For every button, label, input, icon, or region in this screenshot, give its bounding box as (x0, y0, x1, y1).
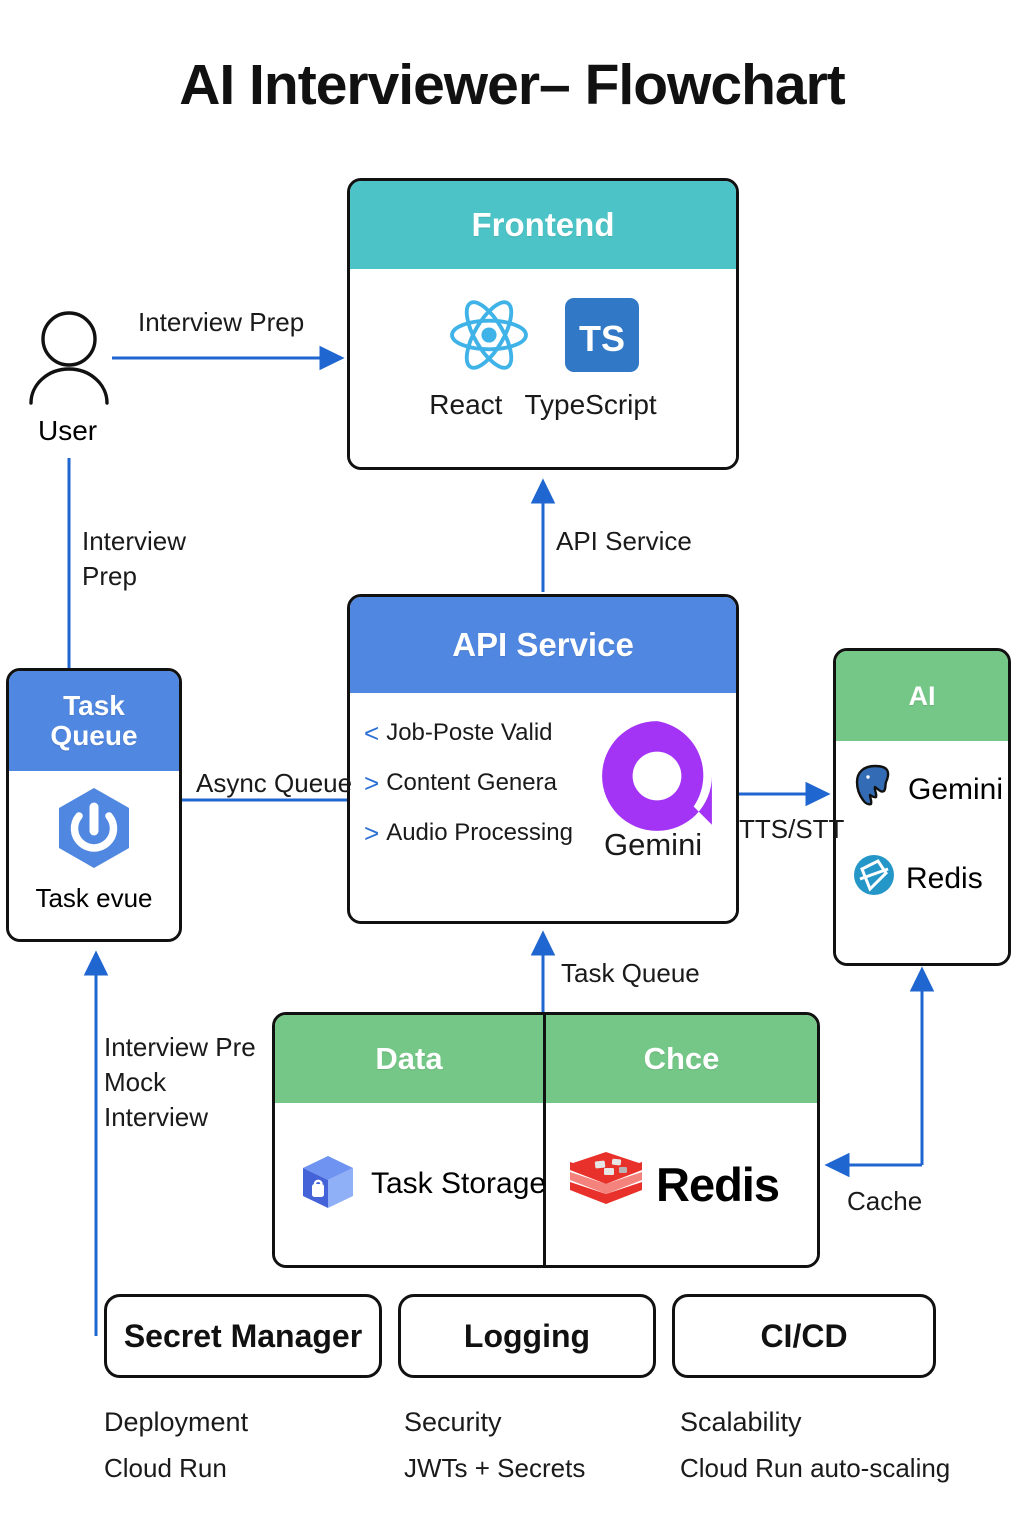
page-title: AI Interviewer– Flowchart (179, 53, 846, 117)
chevron-right-icon: > (364, 768, 380, 798)
ai-header: AI (836, 651, 1008, 741)
frontend-item-react-label: React (429, 389, 503, 420)
api-feature-item: > Audio Processing (364, 819, 573, 847)
frontend-label-row: React TypeScript (350, 389, 736, 421)
edge-label-user-to-taskqueue: Interview Prep (82, 524, 186, 594)
caption-detail: Cloud Run auto-scaling (680, 1452, 951, 1483)
node-ai[interactable]: AI Gemini Redis (833, 648, 1011, 966)
edge-label-line2: Prep (82, 561, 137, 592)
data-body: Task Storage (275, 1103, 547, 1265)
gemini-brand-label: Gemini (604, 827, 703, 862)
edge-label-tts-stt: TTS/STT (739, 814, 845, 844)
typescript-ts-icon: TS (565, 298, 639, 377)
edge-label-line1: Interview Pre (104, 1032, 256, 1062)
edge-label-secret-to-taskqueue: Interview Pre Mock Interview (104, 1030, 256, 1135)
edge-label-api-service: API Service (556, 526, 692, 556)
api-feature-label: Job-Poste Valid (386, 719, 553, 746)
ai-item-label: Redis (906, 862, 983, 895)
frontend-header: Frontend (350, 181, 736, 269)
chevron-right-icon: > (364, 818, 380, 848)
edge-label-cache: Cache (847, 1186, 923, 1216)
node-data-cache[interactable]: Data Task Storage Chce (272, 1012, 820, 1268)
edge-label-line3: Interview (104, 1102, 209, 1133)
task-queue-item-label: Task evue (35, 883, 153, 913)
data-header: Data (275, 1015, 543, 1103)
cache-body: Redis (546, 1103, 817, 1265)
edge-label-line1: Interview (82, 526, 187, 556)
cube-storage-icon (297, 1151, 359, 1218)
hexagon-power-icon (9, 785, 179, 871)
node-cache-half[interactable]: Chce Redis (546, 1015, 817, 1265)
ai-item-label: Gemini (908, 773, 1004, 806)
task-queue-header-line1: Task (63, 690, 125, 722)
caption-title: Deployment (104, 1407, 249, 1437)
caption-deployment: Deployment Cloud Run (104, 1400, 248, 1490)
caption-scalability: Scalability Cloud Run auto-scaling (680, 1400, 950, 1490)
task-queue-body: Task evue (9, 771, 179, 939)
caption-security: Security JWTs + Secrets (404, 1400, 585, 1490)
data-item-label: Task Storage (371, 1167, 547, 1200)
ai-item-redis: Redis (852, 853, 983, 905)
api-feature-label: Audio Processing (386, 819, 573, 846)
chevron-left-icon: < (364, 718, 380, 748)
api-service-feature-list: < Job-Poste Valid > Content Genera > Aud… (364, 719, 573, 847)
cache-item-label: Redis (656, 1157, 780, 1211)
caption-title: Scalability (680, 1407, 802, 1437)
edge-label-task-queue: Task Queue (561, 958, 700, 988)
caption-title: Security (404, 1407, 502, 1437)
frontend-item-typescript-label: TypeScript (524, 389, 657, 420)
svg-text:TS: TS (579, 318, 625, 359)
ai-body: Gemini Redis (836, 741, 1008, 963)
redis-circle-icon (852, 853, 896, 905)
api-service-body: < Job-Poste Valid > Content Genera > Aud… (350, 693, 736, 921)
ai-item-gemini: Gemini (852, 763, 1003, 817)
node-task-queue[interactable]: Task Queue Task evue (6, 668, 182, 942)
node-data-half[interactable]: Data Task Storage (275, 1015, 546, 1265)
task-queue-header: Task Queue (9, 671, 179, 771)
user-label: User (38, 415, 98, 446)
edge-label-async-queue: Async Queue (196, 768, 353, 798)
gemini-g-logo-icon (596, 715, 718, 842)
caption-detail: Cloud Run (104, 1452, 227, 1483)
support-box-cicd[interactable]: CI/CD (672, 1294, 936, 1378)
node-api-service[interactable]: API Service < Job-Poste Valid > Content … (347, 594, 739, 924)
support-box-secret-manager[interactable]: Secret Manager (104, 1294, 382, 1378)
node-frontend[interactable]: Frontend TS (347, 178, 739, 470)
frontend-icon-row: TS (350, 297, 736, 378)
frontend-body: TS React TypeScript (350, 269, 736, 467)
edge-label-line2: Mock (104, 1067, 167, 1098)
api-service-header: API Service (350, 597, 736, 693)
api-feature-label: Content Genera (386, 769, 557, 796)
postgres-elephant-icon (852, 763, 898, 817)
task-queue-header-line2: Queue (50, 720, 138, 751)
redis-stack-logo-icon (568, 1150, 644, 1219)
react-atom-icon (447, 297, 531, 378)
support-box-logging[interactable]: Logging (398, 1294, 656, 1378)
caption-detail: JWTs + Secrets (404, 1452, 586, 1483)
cache-header: Chce (546, 1015, 817, 1103)
api-feature-item: > Content Genera (364, 769, 573, 797)
user-person-icon (29, 311, 109, 405)
edge-label-user-to-frontend: Interview Prep (138, 307, 305, 337)
api-feature-item: < Job-Poste Valid (364, 719, 573, 747)
